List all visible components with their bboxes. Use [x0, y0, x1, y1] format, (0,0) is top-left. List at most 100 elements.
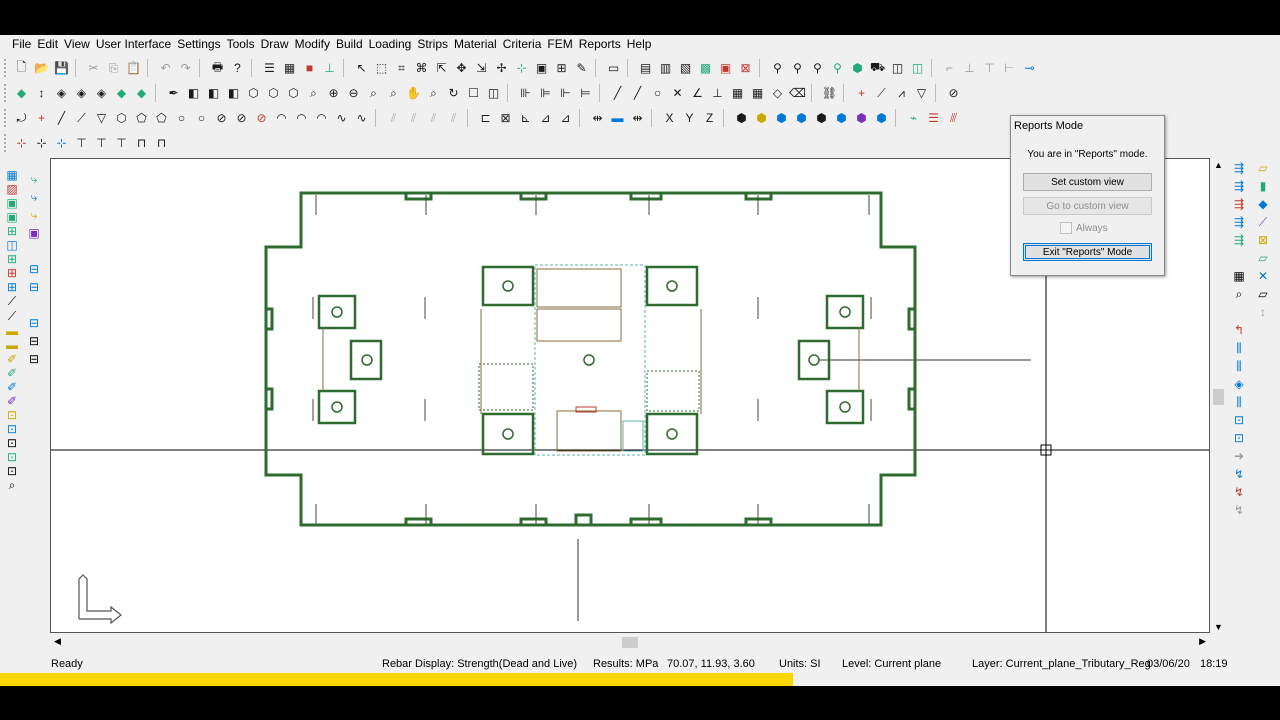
- pen-icon[interactable]: ✒: [168, 86, 179, 100]
- line-icon[interactable]: ╱: [613, 86, 622, 100]
- support-d-icon[interactable]: ⊤: [76, 136, 87, 150]
- scroll-up-icon[interactable]: ▲: [1214, 160, 1223, 170]
- draw-pentagon-2-icon[interactable]: ⬠: [156, 111, 167, 125]
- rt-m-icon[interactable]: ⊡: [1233, 431, 1245, 445]
- label-2-tool-icon[interactable]: ⊡: [6, 422, 18, 436]
- tool-a-icon[interactable]: ⊪: [520, 86, 531, 100]
- rt-s-icon[interactable]: ◆: [1258, 197, 1268, 211]
- draw-spline-2-icon[interactable]: ∿: [356, 111, 367, 125]
- polyline-icon[interactable]: ⟋: [877, 85, 886, 100]
- snap-plus-icon[interactable]: +: [37, 111, 45, 125]
- select-crossing-icon[interactable]: ⌗: [398, 60, 405, 75]
- open-folder-icon[interactable]: 📂: [34, 61, 49, 75]
- corner-icon[interactable]: ⊥: [712, 86, 723, 100]
- load-f-icon[interactable]: ⬢: [836, 111, 847, 125]
- menu-tools[interactable]: Tools: [226, 37, 255, 51]
- tool-c-icon[interactable]: ⊩: [560, 86, 571, 100]
- align-c-icon[interactable]: ⇹: [632, 111, 643, 125]
- window-4-icon[interactable]: ▩: [699, 61, 712, 75]
- select-pick-icon[interactable]: ⇱: [436, 61, 447, 75]
- scroll-right-icon[interactable]: ▶: [1199, 636, 1206, 646]
- draw-circle-icon[interactable]: ○: [177, 111, 186, 125]
- zoom-in-icon[interactable]: ⊕: [328, 86, 339, 100]
- box-2-icon[interactable]: ◧: [207, 86, 220, 100]
- rt-c-icon[interactable]: ⇶: [1233, 197, 1245, 211]
- select-window-icon[interactable]: ⬚: [375, 61, 388, 75]
- rt-l-icon[interactable]: ⊡: [1233, 413, 1245, 427]
- draw-pentagon-icon[interactable]: ⬠: [136, 111, 147, 125]
- pan-icon[interactable]: ✋: [406, 86, 421, 100]
- set-custom-view-button[interactable]: Set custom view: [1023, 173, 1152, 191]
- rt-t-icon[interactable]: ⟋: [1258, 214, 1268, 229]
- window-2-icon[interactable]: ▥: [659, 61, 672, 75]
- rt-arrow-icon[interactable]: ➜: [1233, 449, 1245, 463]
- support-h-icon[interactable]: ⊓: [156, 136, 167, 150]
- result-a-icon[interactable]: ⌁: [909, 111, 918, 125]
- ramp-2-tool-icon[interactable]: ▬: [6, 338, 18, 352]
- rt-u-icon[interactable]: ⊠: [1257, 233, 1269, 247]
- rt-y-icon[interactable]: ↕: [1260, 305, 1266, 319]
- mesh-3-tool-icon[interactable]: ⊞: [6, 280, 18, 294]
- menu-edit[interactable]: Edit: [37, 37, 59, 51]
- support-e-icon[interactable]: ⊤: [96, 136, 107, 150]
- disabled-b-icon[interactable]: ⫽: [410, 110, 417, 125]
- draw-d-icon[interactable]: ⊢: [1004, 61, 1015, 75]
- load-g-icon[interactable]: ⬢: [856, 111, 867, 125]
- hatch-2-icon[interactable]: ▦: [751, 86, 764, 100]
- grid-snap-icon[interactable]: ▣: [535, 61, 548, 75]
- label-5-tool-icon[interactable]: ⊡: [6, 464, 18, 478]
- rt-a-icon[interactable]: ⇶: [1233, 161, 1245, 175]
- grid-icon[interactable]: ▦: [283, 61, 296, 75]
- dim-a-icon[interactable]: ⊏: [480, 111, 491, 125]
- menu-file[interactable]: File: [12, 37, 32, 51]
- align-b-icon[interactable]: ▬: [611, 111, 624, 125]
- viewport-icon[interactable]: ▭: [607, 61, 620, 75]
- wall-tool-icon[interactable]: ▨: [6, 182, 18, 196]
- box-3-icon[interactable]: ◧: [227, 86, 240, 100]
- menu-loading[interactable]: Loading: [368, 37, 412, 51]
- layers-icon[interactable]: ☰: [264, 61, 275, 75]
- slab-2-icon[interactable]: ◈: [56, 86, 67, 100]
- zoom-extent-icon[interactable]: ⌕: [390, 85, 397, 100]
- menu-strips[interactable]: Strips: [417, 37, 449, 51]
- draw-c-icon[interactable]: ⊤: [984, 61, 995, 75]
- mesh-2-tool-icon[interactable]: ⊞: [6, 266, 18, 280]
- draw-a-icon[interactable]: ⌐: [945, 61, 953, 75]
- cross-icon[interactable]: ✕: [672, 86, 683, 100]
- brush-2-tool-icon[interactable]: ✐: [6, 366, 18, 380]
- draw-arc-icon[interactable]: ◠: [276, 111, 287, 125]
- draw-b-icon[interactable]: ⊥: [964, 61, 975, 75]
- zoom-previous-icon[interactable]: ⌕: [430, 85, 437, 100]
- side-tool-i-icon[interactable]: ⊟: [28, 352, 40, 366]
- rt-o-icon[interactable]: ↯: [1233, 485, 1245, 499]
- window-1-icon[interactable]: ▤: [639, 61, 652, 75]
- zoom-out-icon[interactable]: ⊖: [348, 86, 359, 100]
- mesh-tool-icon[interactable]: ⊞: [6, 252, 18, 266]
- slab-icon[interactable]: ◆: [16, 86, 27, 100]
- strip-tool-icon[interactable]: ⟋: [7, 294, 17, 308]
- draw-e-icon[interactable]: ⊸: [1024, 61, 1035, 75]
- side-tool-f-icon[interactable]: ⊟: [28, 280, 40, 294]
- cube-1-icon[interactable]: ◫: [891, 61, 904, 75]
- go-to-custom-view-button[interactable]: Go to custom view: [1023, 197, 1152, 215]
- rt-zoom-icon[interactable]: ⌕: [1235, 286, 1243, 301]
- rt-d-icon[interactable]: ⇶: [1233, 215, 1245, 229]
- rt-f-icon[interactable]: ▦: [1233, 269, 1245, 283]
- dim-d-icon[interactable]: ⊿: [540, 111, 551, 125]
- view-3d-icon[interactable]: ⚲: [773, 61, 782, 75]
- label-tool-icon[interactable]: ⊡: [6, 408, 18, 422]
- ortho-icon[interactable]: ⊞: [556, 61, 567, 75]
- rt-r-icon[interactable]: ▮: [1259, 179, 1267, 193]
- angle-icon[interactable]: ∠: [692, 86, 703, 100]
- rt-v-icon[interactable]: ▱: [1258, 251, 1268, 265]
- rt-i-icon[interactable]: ⫼: [1236, 358, 1242, 373]
- menu-settings[interactable]: Settings: [177, 37, 221, 51]
- triangle-icon[interactable]: ▽: [916, 86, 927, 100]
- polygon-icon[interactable]: ◇: [772, 86, 783, 100]
- load-h-icon[interactable]: ⬢: [876, 111, 887, 125]
- side-tool-e-icon[interactable]: ⊟: [28, 262, 40, 276]
- align-a-icon[interactable]: ⇹: [592, 111, 603, 125]
- draw-circle-2-icon[interactable]: ○: [197, 111, 206, 125]
- rt-p-icon[interactable]: ↯: [1233, 503, 1245, 517]
- support-g-icon[interactable]: ⊓: [136, 136, 147, 150]
